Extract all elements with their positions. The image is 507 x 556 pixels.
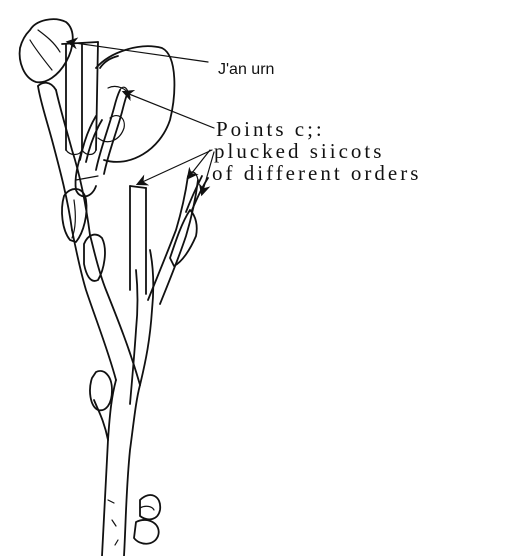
points-label-line1: Points c;: xyxy=(216,117,325,141)
janam-leaf xyxy=(20,19,73,82)
points-label-line2: plucked siicots xyxy=(214,139,384,163)
janam-arrow xyxy=(68,42,208,62)
points-arrow-3 xyxy=(188,150,210,178)
right-upper-shoot xyxy=(148,172,198,304)
left-lower-bud xyxy=(90,371,112,410)
janam-label: J'an urn xyxy=(218,61,274,78)
annotation-arrows xyxy=(68,42,214,194)
janam-side-shoots xyxy=(75,116,102,196)
lower-axillary-bud xyxy=(134,495,160,544)
points-label-line3: of different orders xyxy=(212,161,421,185)
janam-outline xyxy=(96,46,174,162)
